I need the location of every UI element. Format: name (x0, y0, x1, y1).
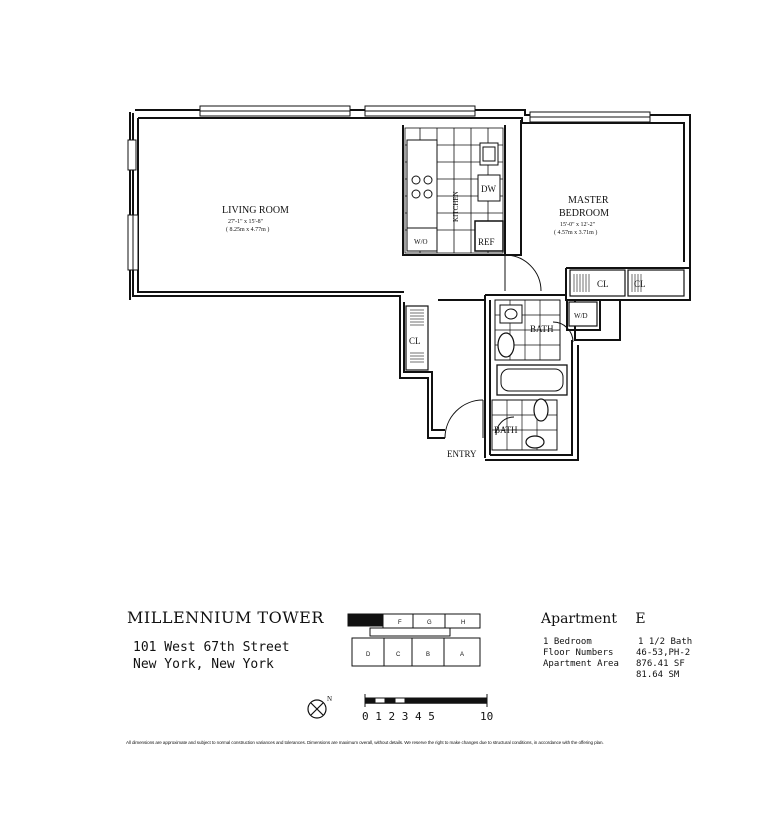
bath-1-label: BATH (530, 324, 554, 334)
bath-2-label: BATH (494, 425, 518, 435)
living-room-dim-ft: 27'-1" x 15'-8" (228, 219, 264, 225)
apartment-title: Apartment (541, 611, 617, 627)
entry-label: ENTRY (447, 449, 477, 459)
kitchen-label: KITCHEN (452, 191, 460, 222)
apartment-floor-label: Floor Numbers (543, 648, 614, 658)
building-name: MILLENNIUM TOWER (127, 608, 324, 627)
bathtub (496, 364, 568, 396)
key-plan-d: D (366, 652, 371, 658)
wd-label: W/D (574, 312, 588, 320)
key-plan-unit-e (347, 613, 384, 627)
scale-bar (364, 694, 488, 707)
cl-bed-1-label: CL (597, 279, 609, 289)
cl-bed-2-label: CL (634, 279, 646, 289)
living-room-dim-m: ( 8.25m x 4.77m ) (226, 226, 269, 233)
apartment-heading: Apartment E (541, 611, 646, 627)
bedroom-closets (569, 269, 685, 297)
refrigerator (474, 220, 504, 252)
master-bedroom-dim-m: ( 4.57m x 3.71m ) (554, 229, 597, 236)
washer-dryer (568, 301, 598, 327)
windows (127, 105, 651, 271)
scale-end-label: 10 (480, 710, 494, 723)
master-bedroom-label-2: BEDROOM (559, 208, 609, 219)
wo-label: W/O (414, 238, 428, 246)
exterior-walls (129, 109, 691, 461)
wall-oven (406, 227, 438, 252)
key-plan-a: A (460, 652, 464, 658)
north-arrow-icon (307, 699, 327, 719)
kitchen (404, 127, 504, 254)
bath-lower (491, 398, 558, 451)
apartment-area-label: Apartment Area (543, 659, 619, 669)
building-address-line2: New York, New York (133, 657, 274, 672)
apartment-baths: 1 1/2 Bath (638, 637, 693, 647)
master-bedroom-label-1: MASTER (568, 195, 609, 206)
key-plan (347, 613, 481, 667)
building-address-line1: 101 West 67th Street (133, 640, 290, 655)
key-plan-c: C (396, 652, 401, 658)
dishwasher (477, 174, 501, 202)
disclaimer-text: All dimensions are approximate and subje… (126, 740, 604, 745)
master-bedroom-dim-ft: 15'-0" x 12'-2" (560, 222, 596, 228)
living-room-label: LIVING ROOM (222, 205, 289, 216)
apartment-unit: E (635, 611, 646, 627)
cl-living-label: CL (409, 336, 421, 346)
key-plan-b: B (426, 652, 430, 658)
living-closet (405, 305, 429, 371)
apartment-area-sm: 81.64 SM (636, 670, 680, 680)
key-plan-h: H (461, 620, 465, 626)
door-swings (444, 254, 574, 439)
bath-upper (494, 299, 561, 361)
key-plan-f: F (398, 620, 402, 626)
apartment-floor-value: 46-53,PH-2 (636, 648, 691, 658)
ref-label: REF (478, 237, 495, 247)
north-label: N (327, 695, 332, 703)
scale-start-labels: 0 1 2 3 4 5 (362, 710, 435, 723)
apartment-bedrooms: 1 Bedroom (543, 637, 592, 647)
dw-label: DW (481, 184, 496, 194)
apartment-area-sf: 876.41 SF (636, 659, 685, 669)
key-plan-g: G (427, 620, 432, 626)
